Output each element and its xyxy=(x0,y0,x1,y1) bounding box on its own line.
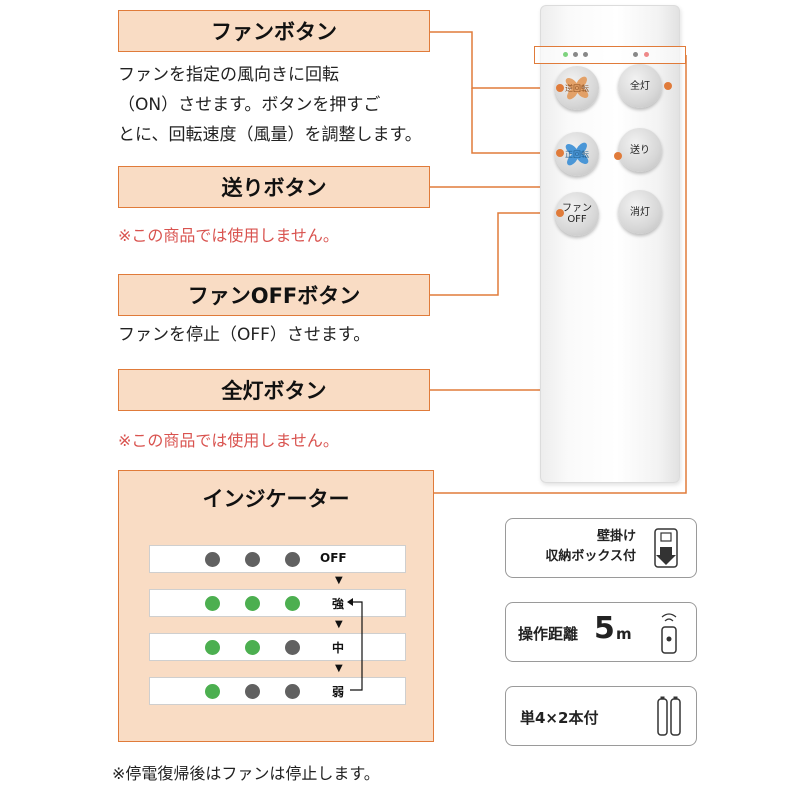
remote-all-light-button[interactable]: 全灯 xyxy=(618,64,662,108)
battery-feature: 単4×2本付 xyxy=(505,686,697,746)
indicator-dot xyxy=(205,684,220,699)
indicator-row-label: 弱 xyxy=(332,685,345,699)
connector-endpoint xyxy=(556,84,564,92)
fan-button-connector xyxy=(430,31,560,89)
indicator-row-label: 中 xyxy=(332,641,345,655)
battery-label: 単4×2本付 xyxy=(520,709,599,727)
indicator-dot xyxy=(205,596,220,611)
distance-label: 操作距離 xyxy=(518,625,579,643)
loop-arrow-icon xyxy=(347,598,363,691)
fan-button-title: ファンボタン xyxy=(118,10,430,52)
down-arrow-icon: ▼ xyxy=(335,619,343,630)
indicator-dot xyxy=(285,552,300,567)
indicator-dot xyxy=(245,596,260,611)
distance-feature: 操作距離 5 m xyxy=(505,602,697,662)
remote-indicator-strip xyxy=(534,46,686,64)
indicator-row-label: 強 xyxy=(332,597,345,611)
indicator-dot xyxy=(285,684,300,699)
swing-button-title: 送りボタン xyxy=(118,166,430,208)
all-light-button-note: ※この商品では使用しません。 xyxy=(118,431,339,450)
battery-icon xyxy=(657,696,681,736)
all-light-button-title: 全灯ボタン xyxy=(118,369,430,411)
down-arrow-icon: ▼ xyxy=(335,663,343,674)
remote-indicator-dot xyxy=(573,52,578,57)
connector-endpoint xyxy=(556,209,564,217)
fan-button-description: ファンを指定の風向きに回転 （ON）させます。ボタンを押すご とに、回転速度（風… xyxy=(118,65,422,145)
indicator-title: インジケーター xyxy=(202,487,350,511)
wall-mount-feature: 壁掛け 収納ボックス付 xyxy=(505,518,697,578)
fan-off-button-title: ファンOFFボタン xyxy=(118,274,430,316)
fan-button-connector-2 xyxy=(471,88,560,154)
wall-box-icon xyxy=(654,528,678,568)
remote-off-light-button[interactable]: 消灯 xyxy=(618,190,662,234)
remote-indicator-dot xyxy=(633,52,638,57)
fan-icon xyxy=(565,142,589,166)
indicator-panel: インジケーター OFF ▼ 強 ▼ 中 ▼ 弱 xyxy=(118,470,434,742)
remote-fan-reverse-button[interactable]: 逆回転 xyxy=(555,66,599,110)
remote-indicator-dot xyxy=(583,52,588,57)
indicator-dot xyxy=(205,552,220,567)
indicator-row-off: OFF xyxy=(149,545,406,573)
distance-unit: m xyxy=(616,625,632,643)
distance-value: 5 xyxy=(594,611,615,646)
indicator-dot xyxy=(285,640,300,655)
connector-endpoint xyxy=(664,82,672,90)
swing-button-note: ※この商品では使用しません。 xyxy=(118,226,339,245)
fan-off-connector xyxy=(430,212,560,296)
indicator-dot xyxy=(245,640,260,655)
indicator-row-strong: 強 xyxy=(149,589,406,617)
indicator-dot xyxy=(245,684,260,699)
down-arrow-icon: ▼ xyxy=(335,575,343,586)
indicator-row-weak: 弱 xyxy=(149,677,406,705)
footer-note: ※停電復帰後はファンは停止します。 xyxy=(112,764,380,783)
fan-icon xyxy=(565,76,589,100)
fan-off-description: ファンを停止（OFF）させます。 xyxy=(118,325,371,345)
indicator-row-label: OFF xyxy=(320,551,347,565)
remote-signal-icon xyxy=(661,613,677,654)
connector-endpoint xyxy=(556,149,564,157)
remote-indicator-dot xyxy=(563,52,568,57)
indicator-dot xyxy=(245,552,260,567)
remote-swing-button[interactable]: 送り xyxy=(618,128,662,172)
indicator-row-medium: 中 xyxy=(149,633,406,661)
indicator-dot xyxy=(205,640,220,655)
indicator-connector xyxy=(434,55,687,494)
remote-indicator-dot xyxy=(644,52,649,57)
indicator-dot xyxy=(285,596,300,611)
connector-endpoint xyxy=(614,152,622,160)
